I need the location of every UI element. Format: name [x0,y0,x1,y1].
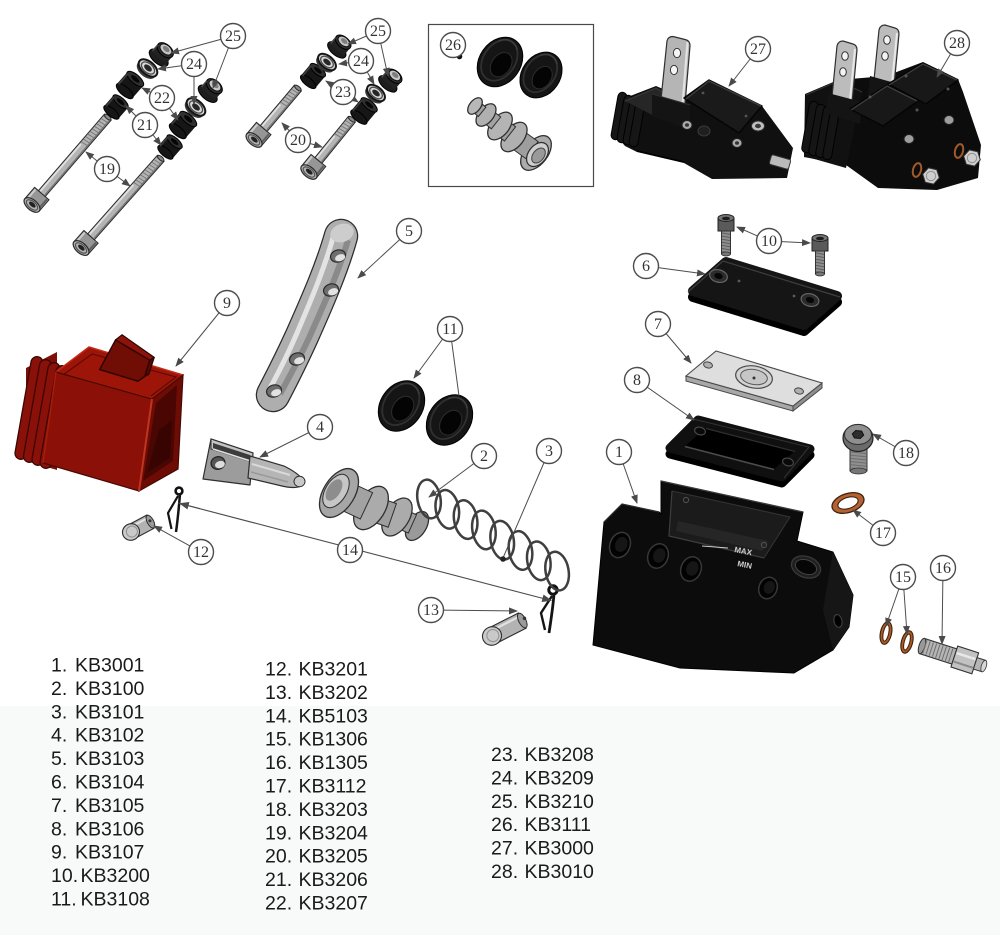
svg-text:1: 1 [615,444,623,461]
svg-text:KB3207: KB3207 [299,893,368,915]
svg-text:MIN: MIN [737,559,753,571]
svg-text:6.: 6. [51,772,67,794]
svg-text:1.: 1. [51,655,67,677]
svg-text:14.: 14. [265,705,292,727]
svg-text:7.: 7. [51,795,67,817]
svg-text:5.: 5. [51,748,67,770]
svg-text:6: 6 [642,258,650,275]
svg-text:16: 16 [935,560,951,577]
svg-text:7: 7 [654,316,662,333]
svg-text:24: 24 [186,56,202,73]
svg-text:4.: 4. [51,725,67,747]
svg-text:18: 18 [898,445,914,462]
svg-text:9: 9 [223,295,231,312]
svg-text:24.: 24. [491,767,518,789]
svg-text:23.: 23. [491,744,518,766]
svg-text:KB3000: KB3000 [525,838,595,860]
svg-text:KB3105: KB3105 [75,795,145,817]
svg-text:11: 11 [442,321,457,338]
svg-text:21: 21 [137,117,153,134]
svg-text:KB3102: KB3102 [75,725,144,747]
svg-text:KB3205: KB3205 [299,846,369,868]
svg-text:5: 5 [405,223,413,240]
svg-text:10.: 10. [51,865,78,887]
svg-text:KB5103: KB5103 [299,705,368,727]
svg-text:19: 19 [99,161,115,178]
svg-text:KB3010: KB3010 [525,861,595,883]
svg-text:KB3107: KB3107 [75,842,144,864]
svg-text:25: 25 [370,23,386,40]
svg-text:21.: 21. [265,869,292,891]
svg-text:KB3103: KB3103 [75,748,144,770]
svg-text:27: 27 [750,41,766,58]
svg-text:KB3210: KB3210 [525,791,595,813]
svg-text:27.: 27. [491,838,518,860]
svg-text:17: 17 [875,525,891,542]
svg-text:KB3206: KB3206 [299,869,368,891]
svg-text:18.: 18. [265,799,292,821]
svg-text:8: 8 [633,372,641,389]
svg-text:2: 2 [480,448,488,465]
svg-text:KB3108: KB3108 [81,889,150,911]
svg-text:KB3209: KB3209 [525,767,594,789]
svg-text:KB3208: KB3208 [525,744,594,766]
svg-text:11.: 11. [51,889,77,911]
svg-text:24: 24 [353,53,369,70]
svg-text:14: 14 [342,542,358,559]
svg-text:28: 28 [949,35,965,52]
svg-text:23: 23 [335,84,351,101]
svg-text:22: 22 [154,90,170,107]
svg-text:KB3111: KB3111 [525,814,592,836]
svg-text:17.: 17. [265,776,292,798]
svg-text:KB3200: KB3200 [81,865,151,887]
svg-text:25.: 25. [491,791,518,813]
svg-text:12: 12 [193,544,209,561]
svg-text:KB3204: KB3204 [299,822,369,844]
svg-text:15: 15 [895,569,911,586]
svg-text:KB3203: KB3203 [299,799,368,821]
svg-text:3.: 3. [51,701,67,723]
svg-text:28.: 28. [491,861,518,883]
svg-text:KB3112: KB3112 [299,776,367,798]
svg-text:KB3101: KB3101 [75,701,144,723]
svg-text:13: 13 [423,602,439,619]
svg-text:KB1305: KB1305 [299,752,369,774]
svg-text:10: 10 [761,233,777,250]
svg-text:20.: 20. [265,846,292,868]
svg-text:12.: 12. [265,659,292,681]
svg-text:KB3100: KB3100 [75,678,145,700]
svg-text:2.: 2. [51,678,67,700]
svg-text:26.: 26. [491,814,518,836]
svg-text:MAX: MAX [734,545,754,557]
svg-text:KB3106: KB3106 [75,818,144,840]
svg-text:3: 3 [545,443,553,460]
svg-text:22.: 22. [265,893,292,915]
svg-text:13.: 13. [265,682,292,704]
svg-text:4: 4 [316,419,324,436]
svg-text:KB3001: KB3001 [75,655,144,677]
svg-text:KB1306: KB1306 [299,729,368,751]
svg-text:25: 25 [225,28,241,45]
svg-text:19.: 19. [265,822,292,844]
svg-text:KB3202: KB3202 [299,682,368,704]
svg-text:9.: 9. [51,842,67,864]
svg-text:8.: 8. [51,818,67,840]
svg-text:26: 26 [445,37,461,54]
svg-text:20: 20 [290,132,306,149]
svg-text:15.: 15. [265,729,292,751]
svg-text:KB3201: KB3201 [299,659,368,681]
svg-text:16.: 16. [265,752,292,774]
svg-text:KB3104: KB3104 [75,772,145,794]
